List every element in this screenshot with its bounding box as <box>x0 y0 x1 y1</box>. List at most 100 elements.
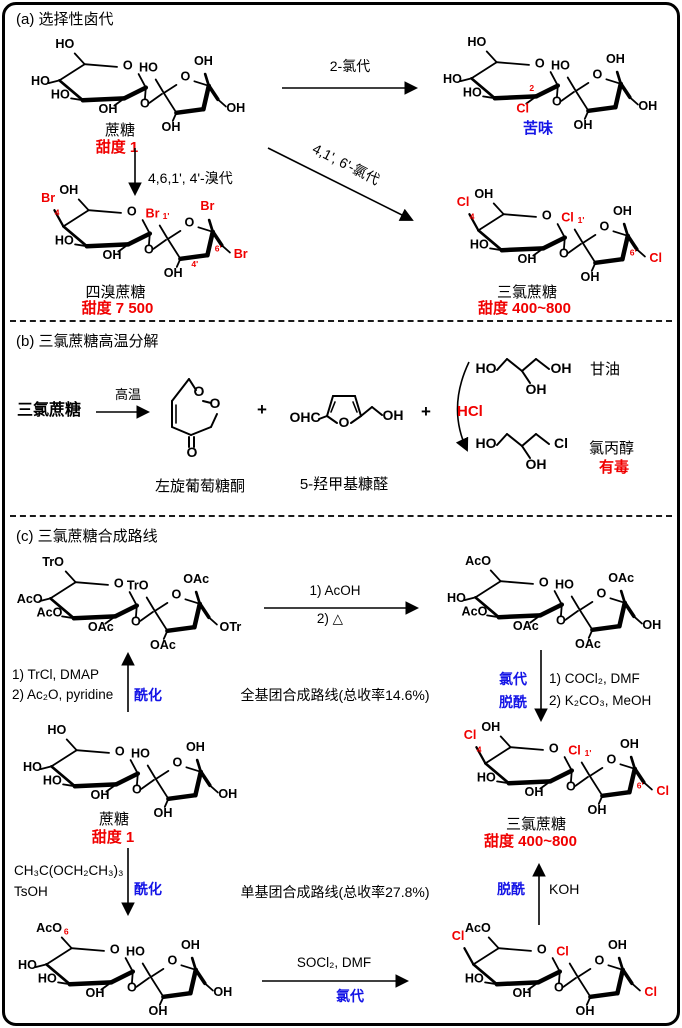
levoglucosenone-name: 左旋葡萄糖酮 <box>154 478 245 495</box>
sucrose-c-name: 蔗糖 <box>98 811 129 828</box>
svg-text:O: O <box>542 209 552 223</box>
svg-text:6': 6' <box>215 244 222 254</box>
svg-text:O: O <box>187 444 198 460</box>
arrow-acoh-step1: 1) AcOH <box>309 583 361 598</box>
sucralose-a-sweetness: 甜度 400~800 <box>478 300 571 317</box>
section-divider-1 <box>10 320 672 322</box>
sucrose-a-name: 蔗糖 <box>104 122 135 139</box>
svg-text:O: O <box>172 587 182 601</box>
svg-text:OH: OH <box>525 785 544 799</box>
svg-text:HO: HO <box>470 237 489 251</box>
svg-text:HO: HO <box>55 37 74 51</box>
hmf-name: 5-羟甲基糠醛 <box>299 476 389 493</box>
arrow-hcl-curve <box>455 361 470 452</box>
svg-text:OH: OH <box>576 1004 595 1018</box>
svg-text:4: 4 <box>477 745 482 755</box>
svg-text:1': 1' <box>578 215 585 225</box>
chlorination-label-2: 氯代 <box>336 988 364 1004</box>
arrow-bromination <box>128 148 142 197</box>
svg-text:HO: HO <box>47 723 66 737</box>
svg-text:HO: HO <box>38 971 57 985</box>
svg-text:OH: OH <box>91 788 110 802</box>
svg-text:HO: HO <box>447 591 466 605</box>
arrow-acylation-up <box>121 651 135 712</box>
svg-text:6': 6' <box>637 781 644 791</box>
svg-text:O: O <box>210 395 221 411</box>
svg-text:OH: OH <box>213 985 232 999</box>
svg-text:HO: HO <box>126 944 145 958</box>
trcl-reagent-1: 1) TrCl, DMAP <box>12 667 100 682</box>
svg-text:HO: HO <box>18 958 37 972</box>
svg-text:O: O <box>554 980 564 994</box>
svg-text:HO: HO <box>551 58 570 72</box>
svg-text:Cl: Cl <box>561 210 574 224</box>
arrow-2-chloro <box>282 81 419 95</box>
svg-text:HO: HO <box>131 746 150 760</box>
svg-text:OH: OH <box>186 740 205 754</box>
cocl2-reagent-1: 1) COCl₂, DMF <box>549 671 640 686</box>
svg-text:O: O <box>110 943 120 957</box>
svg-text:OH: OH <box>103 248 122 262</box>
arrow-2-chloro-label: 2-氯代 <box>329 58 371 74</box>
svg-text:O: O <box>535 57 545 71</box>
svg-text:OH: OH <box>526 456 547 472</box>
chlorination-label: 氯代 <box>499 671 527 687</box>
svg-text:OH: OH <box>608 938 627 952</box>
toxic-label: 有毒 <box>599 459 630 476</box>
svg-text:OH: OH <box>613 204 632 218</box>
bitter-label: 苦味 <box>522 120 553 137</box>
svg-text:OH: OH <box>551 360 572 376</box>
svg-text:Cl: Cl <box>464 728 477 742</box>
svg-text:OH: OH <box>59 183 78 197</box>
svg-text:O: O <box>559 246 569 260</box>
svg-text:Cl: Cl <box>649 251 662 265</box>
arrow-acylation-down <box>121 848 135 917</box>
svg-text:HO: HO <box>43 773 62 787</box>
svg-text:Cl: Cl <box>457 195 470 209</box>
section-a-title: (a) 选择性卤代 <box>16 11 114 28</box>
glycerol-name: 甘油 <box>590 361 621 378</box>
svg-text:OAc: OAc <box>513 619 539 633</box>
mono-group-route-label: 单基团合成路线(总收率27.8%) <box>240 884 430 900</box>
svg-text:6': 6' <box>630 248 637 258</box>
svg-text:TrO: TrO <box>127 578 149 592</box>
svg-text:OH: OH <box>194 54 213 68</box>
svg-text:Br: Br <box>41 191 55 205</box>
svg-text:OH: OH <box>162 120 181 134</box>
svg-text:O: O <box>127 980 137 994</box>
tetrabromo-sweetness: 甜度 7 500 <box>81 300 154 317</box>
section-divider-2 <box>10 515 672 517</box>
svg-text:OH: OH <box>226 101 245 115</box>
arrow-acoh-step2: 2) △ <box>316 611 344 626</box>
svg-text:O: O <box>114 577 124 591</box>
svg-text:O: O <box>607 752 617 766</box>
sucrose-c-sweetness: 甜度 1 <box>91 829 135 846</box>
arrow-bromination-label: 4,6,1', 4'-溴代 <box>148 170 233 186</box>
svg-text:Cl: Cl <box>554 435 568 451</box>
svg-text:O: O <box>144 242 154 256</box>
plus-sign-1: + <box>257 400 267 419</box>
svg-text:TrO: TrO <box>42 555 64 569</box>
svg-text:OH: OH <box>86 986 105 1000</box>
svg-text:OAc: OAc <box>183 572 209 586</box>
svg-text:OAc: OAc <box>608 571 634 585</box>
svg-text:OH: OH <box>606 52 625 66</box>
deacylation-label-2: 脱酰 <box>497 881 525 897</box>
svg-text:OH: OH <box>638 99 657 113</box>
svg-text:OTr: OTr <box>220 620 242 634</box>
arrow-chlorination-deacylation <box>534 650 548 723</box>
svg-text:OAc: OAc <box>88 620 114 634</box>
tsoh-reagent: TsOH <box>14 884 48 899</box>
arrow-socl2 <box>262 974 410 988</box>
svg-text:O: O <box>185 215 195 229</box>
svg-text:OH: OH <box>526 381 547 397</box>
arrow-koh-up <box>532 862 546 925</box>
svg-text:OH: OH <box>99 102 118 116</box>
